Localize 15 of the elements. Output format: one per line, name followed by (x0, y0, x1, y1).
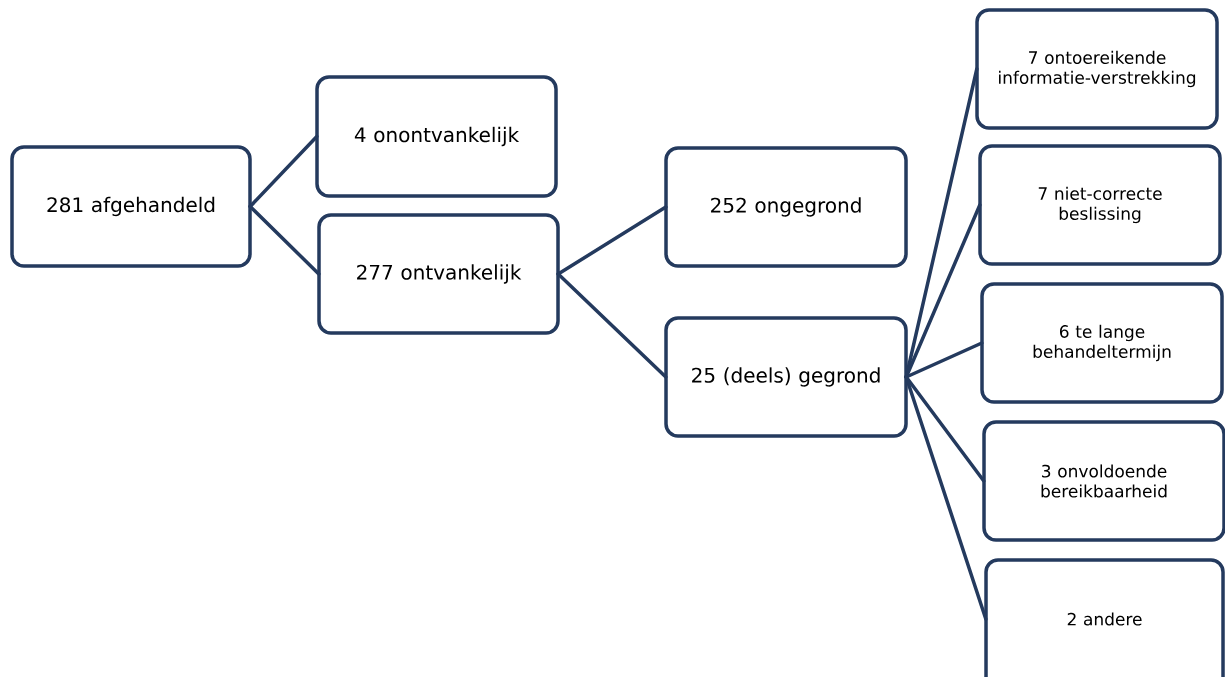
connector-line (248, 204, 321, 276)
connector-line (248, 134, 319, 209)
process-box: 4 onontvankelijk (315, 75, 558, 198)
process-box: 6 te lange behandeltermijn (980, 282, 1224, 404)
connector-line (556, 205, 668, 276)
connector-line (904, 375, 988, 621)
process-box: 7 ontoereikende informatie-verstrekking (975, 8, 1219, 130)
process-box: 281 afgehandeld (10, 145, 252, 268)
connector-line (556, 272, 668, 379)
process-box: 2 andere (984, 558, 1225, 677)
process-box: 252 ongegrond (664, 146, 908, 268)
process-box: 277 ontvankelijk (317, 213, 560, 335)
process-box: 7 niet-correcte beslissing (978, 144, 1222, 266)
process-box: 25 (deels) gegrond (664, 316, 908, 438)
process-box: 3 onvoldoende bereikbaarheid (982, 420, 1225, 542)
